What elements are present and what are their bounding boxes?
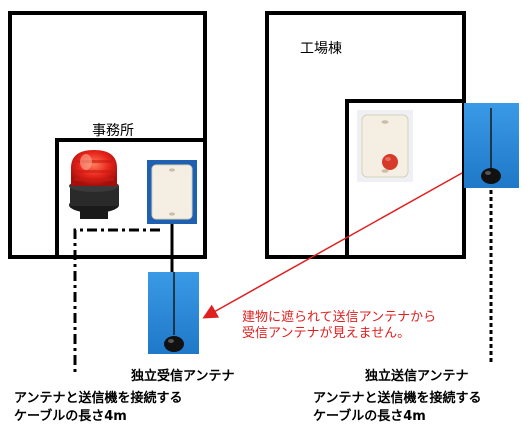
transmitter-antenna-icon <box>464 103 519 188</box>
signal-light-icon <box>69 150 119 219</box>
office-label: 事務所 <box>92 123 134 139</box>
transmitter-unit-icon <box>357 110 413 182</box>
warning-line-1: 建物に遮られて送信アンテナから <box>242 310 437 325</box>
receiver-antenna-icon <box>148 272 199 354</box>
transmitter-cable-note-line-1: アンテナと送信機を接続する <box>313 391 482 406</box>
office-room <box>55 138 207 259</box>
receiver-cable-route <box>73 228 160 375</box>
red-button-icon <box>382 154 398 170</box>
warning-line-2: 受信アンテナが見えません。 <box>242 326 411 341</box>
transmitter-cable-note-line-2: ケーブルの長さ4m <box>313 409 426 424</box>
receiver-cable-note-line-1: アンテナと送信機を接続する <box>14 391 183 406</box>
factory-label: 工場棟 <box>300 41 342 57</box>
transmitter-antenna-label: 独立送信アンテナ <box>365 369 469 384</box>
receiver-cable-note-line-2: ケーブルの長さ4m <box>14 409 127 424</box>
receiver-antenna-label: 独立受信アンテナ <box>131 369 235 384</box>
blocked-signal-arrow <box>202 172 463 319</box>
receiver-unit-icon <box>147 160 197 224</box>
